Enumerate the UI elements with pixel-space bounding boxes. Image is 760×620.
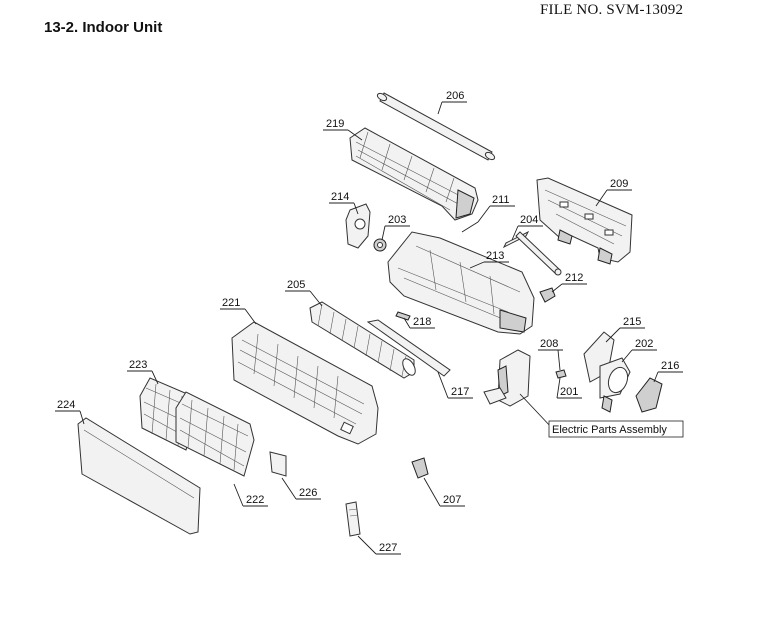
- part-217-flap: [366, 319, 451, 377]
- label-216: 216: [661, 360, 679, 372]
- label-209: 209: [610, 178, 628, 190]
- label-201: 201: [560, 386, 578, 398]
- part-208-part-201-sensors: [555, 369, 567, 379]
- label-205: 205: [287, 279, 305, 291]
- label-224: 224: [57, 399, 75, 411]
- part-218-fastener: [395, 311, 411, 321]
- label-211: 211: [492, 194, 510, 206]
- electric-parts-assembly-label: Electric Parts Assembly: [552, 424, 667, 436]
- label-202: 202: [635, 338, 653, 350]
- part-224-front-grille: [77, 417, 201, 535]
- part-226-terminal-cover: [269, 451, 287, 477]
- label-203: 203: [388, 214, 406, 226]
- part-206-pipe: [376, 92, 496, 161]
- label-214: 214: [331, 191, 349, 203]
- part-205-cross-flow-fan: [309, 301, 416, 379]
- part-227-remote-control: [345, 501, 361, 537]
- label-208: 208: [540, 338, 558, 350]
- label-223: 223: [129, 359, 147, 371]
- electric-parts-box: [483, 349, 531, 407]
- part-209-mounting-plate: [536, 177, 633, 265]
- section-title: 13-2. Indoor Unit: [44, 19, 163, 36]
- part-labels: 206 219 209 211 204 214 203 213 212 205 …: [57, 90, 679, 554]
- part-212-clip: [539, 287, 556, 303]
- label-221: 221: [222, 297, 240, 309]
- part-223-air-filters: [139, 377, 255, 477]
- file-number: FILE NO. SVM-13092: [540, 2, 684, 18]
- label-227: 227: [379, 542, 397, 554]
- part-213-rear-body: [387, 231, 535, 335]
- label-207: 207: [443, 494, 461, 506]
- label-206: 206: [446, 90, 464, 102]
- label-218: 218: [413, 316, 431, 328]
- part-221-front-panel: [231, 321, 379, 445]
- label-215: 215: [623, 316, 641, 328]
- label-213: 213: [486, 250, 504, 262]
- part-211-pin: [461, 221, 479, 233]
- part-203-bearing: [373, 238, 387, 252]
- part-202-fan-motor: [599, 357, 631, 413]
- label-226: 226: [299, 487, 317, 499]
- part-207-holder: [411, 457, 429, 479]
- label-222: 222: [246, 494, 264, 506]
- part-216-motor-cover: [635, 377, 663, 413]
- label-219: 219: [326, 118, 344, 130]
- label-204: 204: [520, 214, 538, 226]
- part-204-shaft: [502, 230, 562, 276]
- part-219-heat-exchanger: [349, 127, 479, 221]
- part-214-bearing-holder: [345, 203, 371, 249]
- leader-lines: [55, 101, 683, 555]
- label-212: 212: [565, 272, 583, 284]
- electric-parts-assembly-callout: Electric Parts Assembly: [548, 420, 684, 438]
- label-217: 217: [451, 386, 469, 398]
